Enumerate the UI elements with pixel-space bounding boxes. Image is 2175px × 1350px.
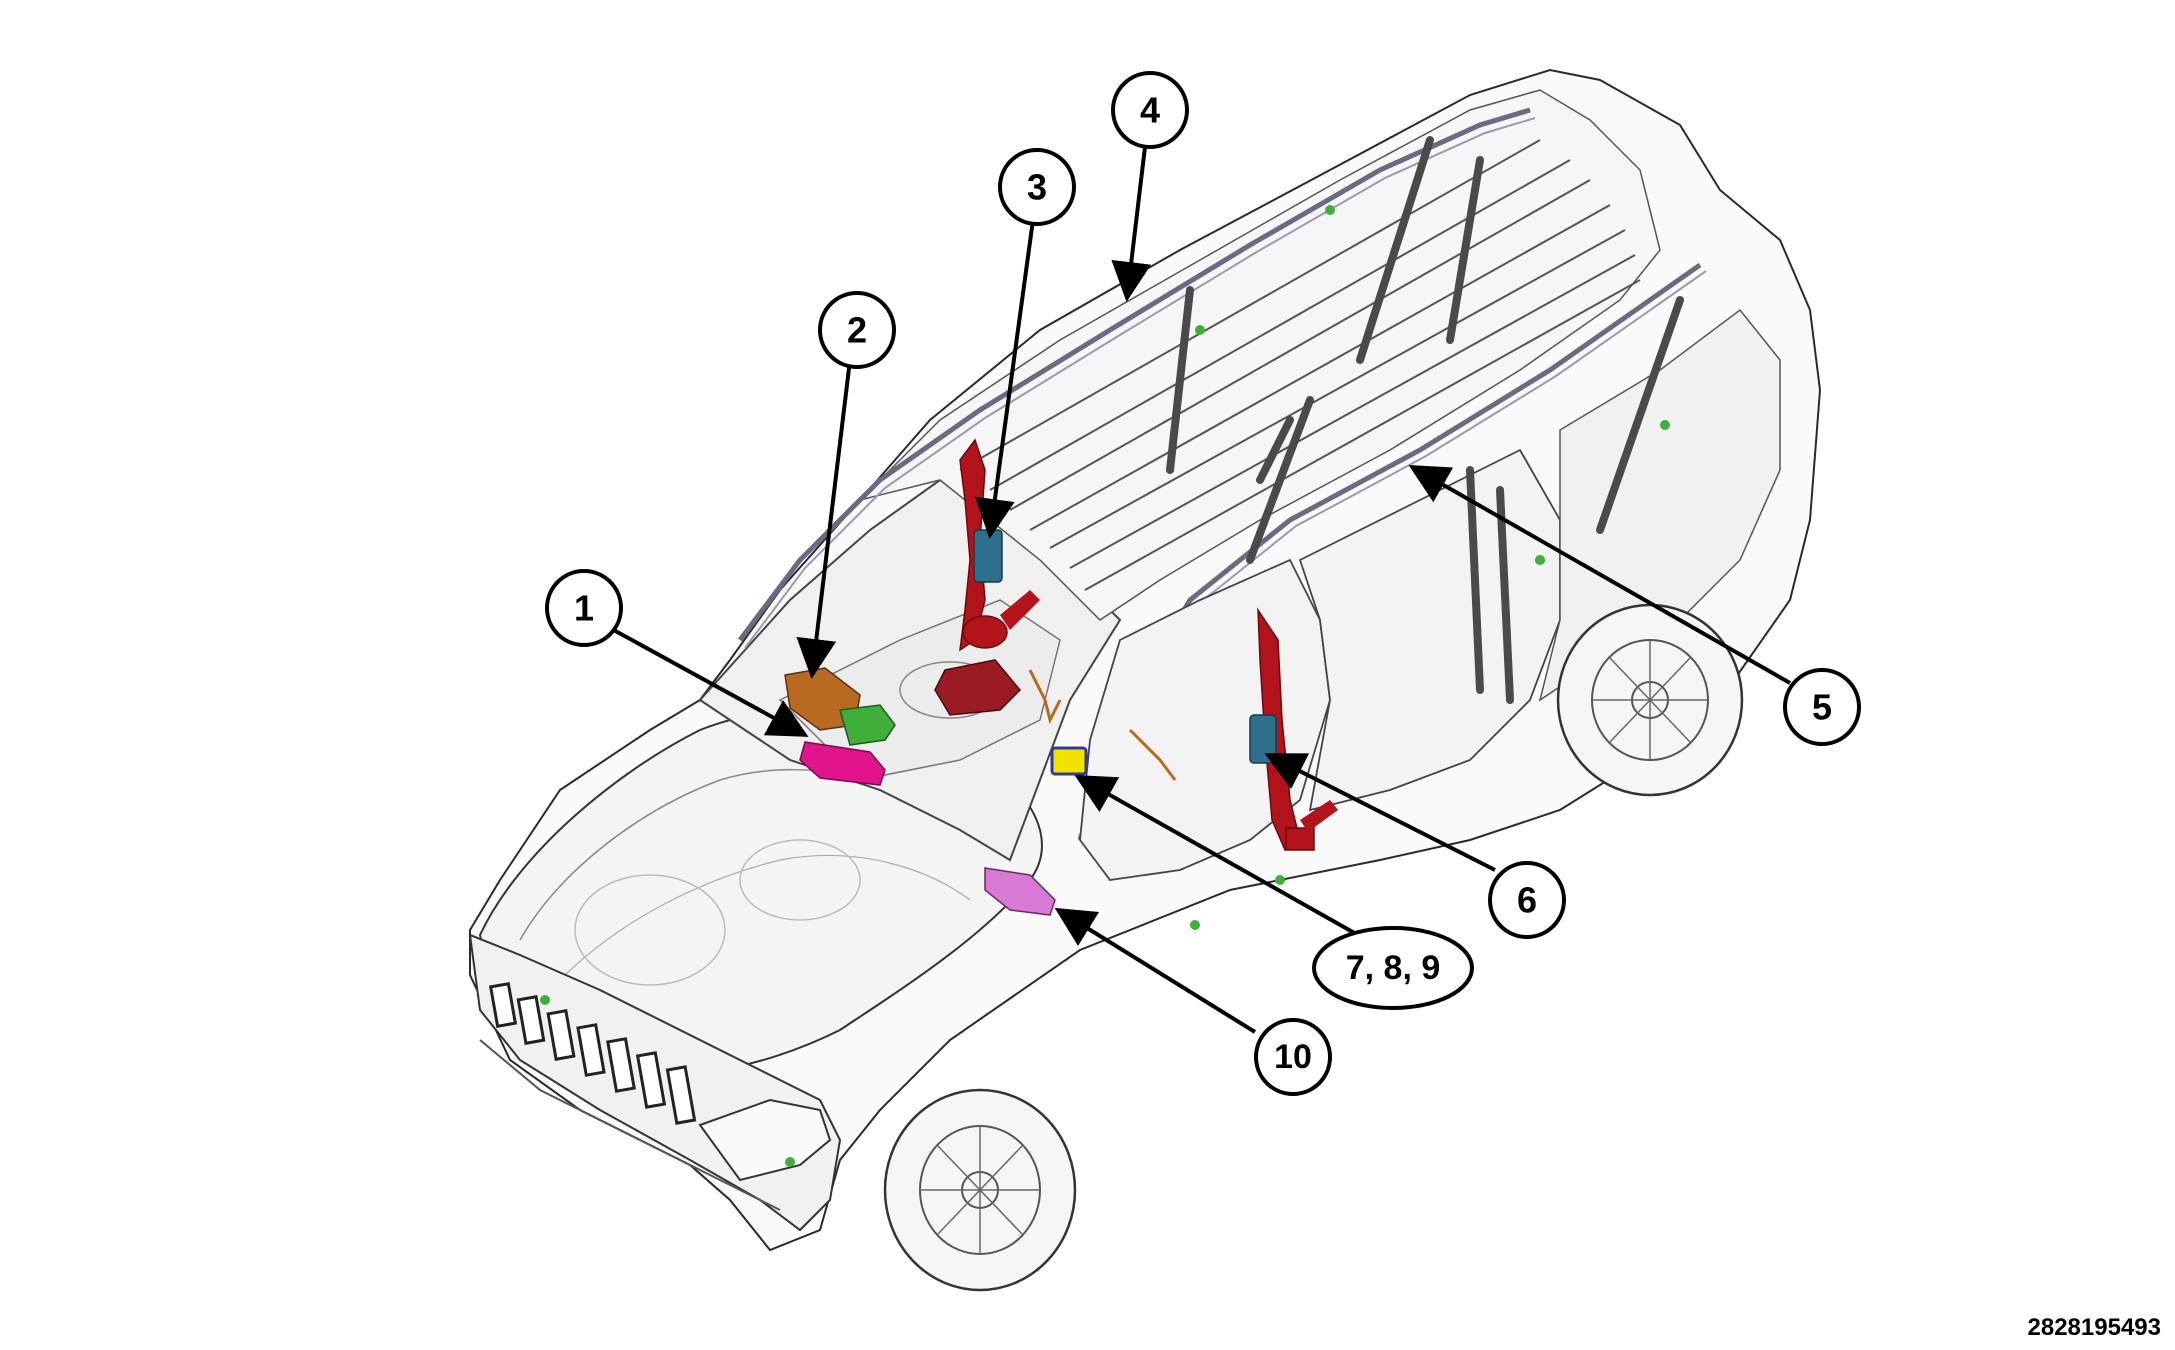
leader-6 — [1264, 753, 1496, 872]
leader-5 — [1408, 465, 1791, 685]
leader-4 — [1111, 146, 1152, 302]
callout-leaders — [609, 146, 1791, 1034]
occupant-classification-mat — [934, 659, 1022, 716]
right-side-airbag-module — [1249, 714, 1277, 764]
callout-5: 5 — [1783, 668, 1861, 746]
callout-6: 6 — [1488, 861, 1566, 939]
callout-1-label: 1 — [574, 588, 594, 629]
left-side-airbag-module — [973, 529, 1003, 583]
impact-sensors — [540, 205, 1670, 1167]
callout-2: 2 — [818, 291, 896, 369]
callout-10-label: 10 — [1274, 1038, 1312, 1076]
leader-789 — [1074, 775, 1359, 937]
leader-1 — [609, 626, 809, 737]
grille-slots — [488, 982, 697, 1125]
callout-3-label: 3 — [1027, 167, 1047, 208]
seat-belts — [1166, 136, 1684, 704]
callout-1: 1 — [545, 569, 623, 647]
steering-wheel-airbag-module — [1050, 746, 1088, 776]
left-curtain-airbag-rail — [738, 107, 1531, 642]
controller-connector — [839, 704, 896, 746]
callout-5-label: 5 — [1812, 687, 1832, 728]
callout-4: 4 — [1111, 71, 1189, 149]
callout-3: 3 — [998, 148, 1076, 226]
callout-2-label: 2 — [847, 310, 867, 351]
callout-7-8-9: 7, 8, 9 — [1312, 926, 1474, 1010]
callout-10: 10 — [1254, 1018, 1332, 1096]
callouts: 1 2 3 4 5 6 7, 8, 9 10 — [545, 71, 1861, 1096]
callout-7-8-9-label: 7, 8, 9 — [1346, 949, 1441, 987]
leader-2 — [796, 359, 852, 679]
front-wheel — [883, 1088, 1077, 1292]
right-seat-belt-retractor — [1257, 607, 1338, 852]
passenger-airbag-module — [799, 741, 886, 786]
vehicle-illustration — [468, 68, 1822, 1292]
callout-6-label: 6 — [1517, 880, 1537, 921]
rear-wheel — [1556, 603, 1744, 797]
callout-4-label: 4 — [1140, 90, 1160, 131]
left-seat-belt-retractor — [959, 438, 1040, 652]
rear-right-door — [1298, 448, 1561, 812]
leader-3 — [975, 219, 1035, 539]
knee-airbag-module — [984, 867, 1056, 916]
figure-id-number: 2828195493 — [2027, 1314, 2161, 1341]
leader-10 — [1054, 907, 1257, 1034]
